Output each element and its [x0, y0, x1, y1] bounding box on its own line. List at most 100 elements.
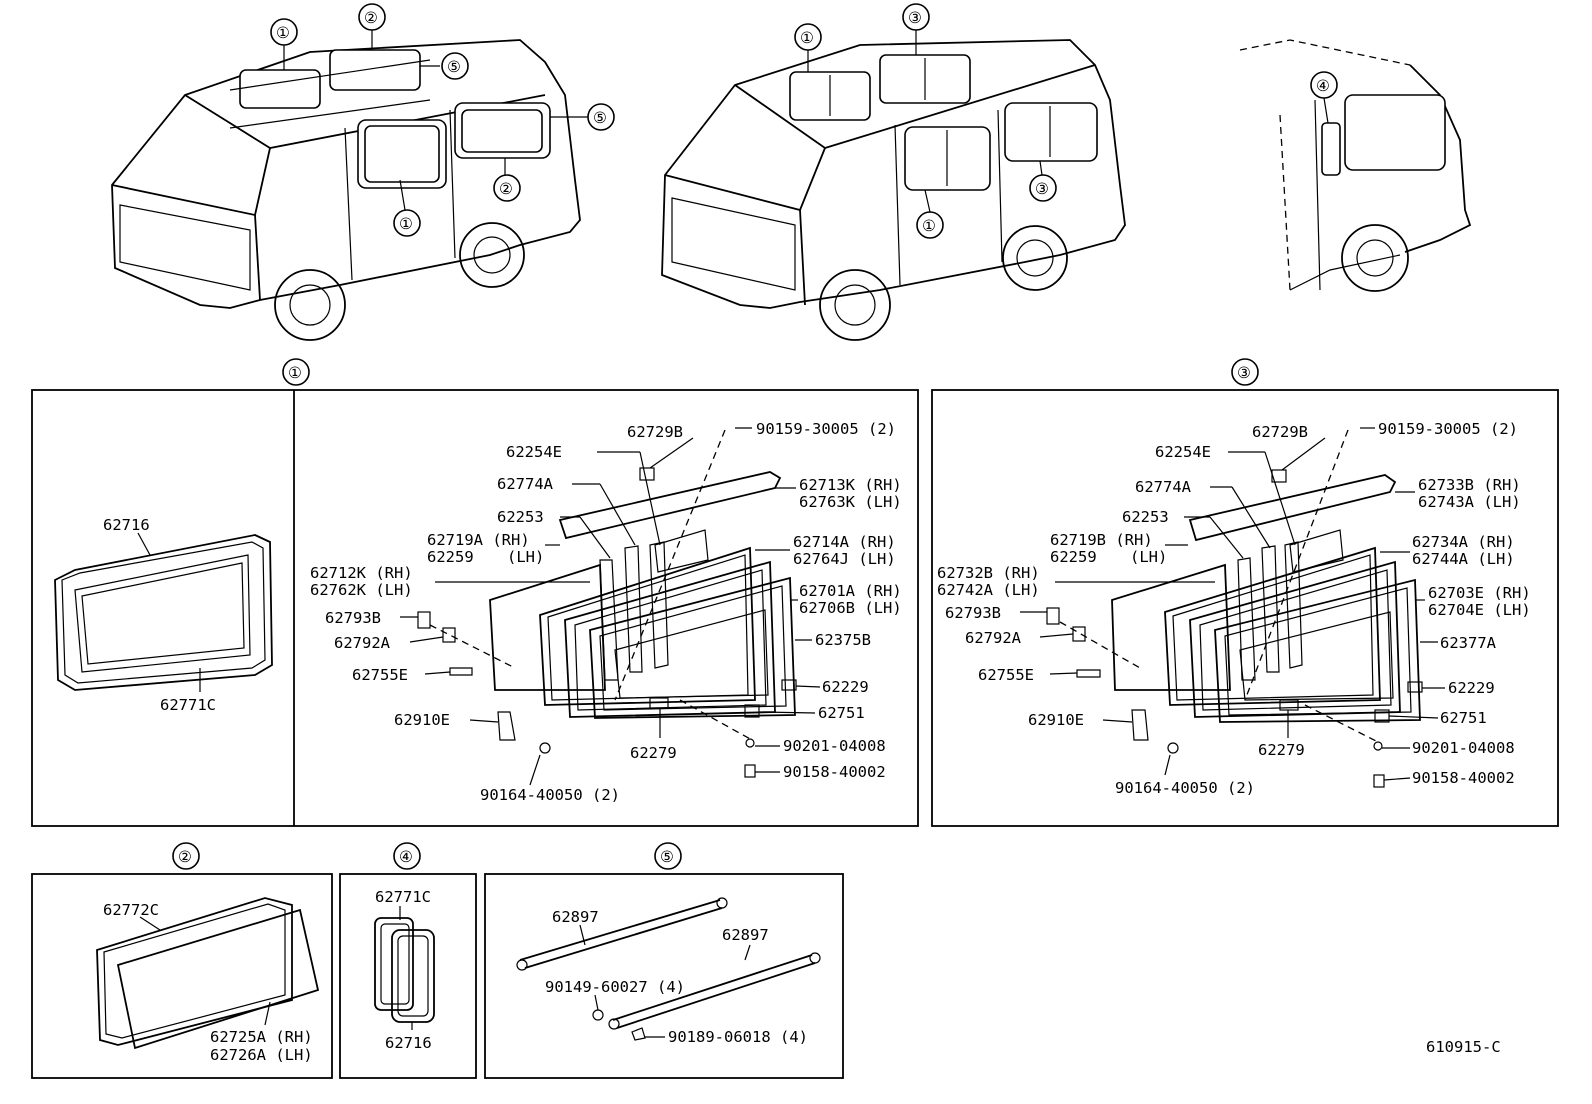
van-illustration-right: [1239, 39, 1472, 292]
part-label: 62375B: [815, 631, 871, 649]
callout-label: ②: [364, 9, 378, 27]
part-label: 62729B: [627, 423, 683, 441]
group-2-panel: ② 62772C 62725A (RH) 62726A (LH): [31, 842, 333, 1079]
part-label: 62755E: [352, 666, 408, 684]
part-label: 62897: [722, 926, 769, 944]
part-label: 90189-06018 (4): [668, 1028, 808, 1046]
part-label: 62279: [630, 744, 677, 762]
window-glass-62725A: [96, 897, 320, 1050]
group-1-leaders: [400, 427, 821, 786]
callout-label: ①: [399, 215, 413, 233]
group-3-panel: ③: [931, 358, 1559, 827]
part-label: 62742A (LH): [937, 581, 1040, 599]
group-5-marker: [654, 842, 682, 870]
window-assembly-exploded-3: [1046, 429, 1423, 788]
callout-marker: [393, 209, 421, 237]
part-label: 62792A: [334, 634, 391, 652]
group-4-marker: [393, 842, 421, 870]
callout-label: ⑤: [447, 58, 461, 76]
part-label: 62751: [818, 704, 865, 722]
part-label: 62774A: [497, 475, 554, 493]
part-label: 62716: [103, 516, 150, 534]
part-label: 62732B (RH): [937, 564, 1040, 582]
part-label: 62793B: [945, 604, 1001, 622]
callout-label: ⑤: [593, 109, 607, 127]
part-label: 62772C: [103, 901, 159, 919]
part-label: 62762K (LH): [310, 581, 413, 599]
part-label: 62706B (LH): [799, 599, 902, 617]
part-label: 62897: [552, 908, 599, 926]
callout-marker: [358, 3, 386, 31]
callout-marker: [1310, 71, 1338, 99]
part-label: 62712K (RH): [310, 564, 413, 582]
part-label: (LH): [507, 548, 544, 566]
part-label: 90201-04008: [1412, 739, 1515, 757]
callout-marker: [587, 103, 615, 131]
callout-marker: [270, 18, 298, 46]
part-label: 62763K (LH): [799, 493, 902, 511]
part-label: 62701A (RH): [799, 582, 902, 600]
part-label: 90164-40050 (2): [1115, 779, 1255, 797]
part-label: 62253: [497, 508, 544, 526]
quarter-window-62716: [374, 917, 435, 1023]
group-2-marker: [172, 842, 200, 870]
part-label: 62734A (RH): [1412, 533, 1515, 551]
part-label: 90159-30005 (2): [756, 420, 896, 438]
window-frame-62716: [54, 534, 273, 691]
part-label: 62279: [1258, 741, 1305, 759]
van-right-callouts: ④: [1310, 71, 1338, 124]
callout-label: ①: [276, 24, 290, 42]
group-5-marker-label: ⑤: [660, 848, 674, 866]
part-label: 62764J (LH): [793, 550, 896, 568]
group-1-panel: ① 62716 62771C: [31, 358, 919, 827]
callout-marker: [902, 3, 930, 31]
callout-marker: [1029, 174, 1057, 202]
part-label: 62229: [822, 678, 869, 696]
part-label: 62259: [427, 548, 474, 566]
part-label: 62744A (LH): [1412, 550, 1515, 568]
part-label: 90158-40002: [783, 763, 886, 781]
part-label: 62259: [1050, 548, 1097, 566]
part-label: 90158-40002: [1412, 769, 1515, 787]
callout-label: ③: [908, 9, 922, 27]
part-label: 62254E: [1155, 443, 1211, 461]
part-label: 62726A (LH): [210, 1046, 313, 1064]
part-label: 62725A (RH): [210, 1028, 313, 1046]
part-label: 62771C: [375, 888, 431, 906]
part-label: (LH): [1130, 548, 1167, 566]
part-label: 62733B (RH): [1418, 476, 1521, 494]
callout-marker: [916, 211, 944, 239]
van-illustration-left: [111, 39, 581, 341]
part-label: 62771C: [160, 696, 216, 714]
callout-marker: [441, 52, 469, 80]
part-label: 62910E: [394, 711, 450, 729]
group-5-panel: ⑤ 62897 62897 90149-60027 (4) 90189-0601…: [484, 842, 844, 1079]
part-label: 62229: [1448, 679, 1495, 697]
callout-label: ④: [1316, 77, 1330, 95]
roof-rack-bars: [516, 897, 821, 1041]
part-label: 62253: [1122, 508, 1169, 526]
group-2-marker-label: ②: [178, 848, 192, 866]
part-label: 62792A: [965, 629, 1022, 647]
part-label: 62377A: [1440, 634, 1497, 652]
callout-marker: [794, 23, 822, 51]
part-label: 62743A (LH): [1418, 493, 1521, 511]
part-label: 62910E: [1028, 711, 1084, 729]
van-middle-callouts: ① ③ ① ③: [794, 3, 1057, 239]
group-1-labels: 62729B 90159-30005 (2) 62254E 62774A 627…: [310, 420, 902, 804]
part-label: 62704E (LH): [1428, 601, 1531, 619]
part-label: 62755E: [978, 666, 1034, 684]
part-label: 62751: [1440, 709, 1487, 727]
part-label: 62716: [385, 1034, 432, 1052]
illustration-code: 610915-C: [1426, 1038, 1501, 1056]
group-3-labels: 62729B 90159-30005 (2) 62254E 62774A 627…: [937, 420, 1531, 797]
group-4-marker-label: ④: [399, 848, 413, 866]
part-label: 62719A (RH): [427, 531, 530, 549]
group-1-marker: [282, 358, 310, 386]
part-label: 90159-30005 (2): [1378, 420, 1518, 438]
van-illustration-middle: [661, 39, 1126, 341]
group-3-leaders: [1020, 427, 1445, 781]
part-label: 62713K (RH): [799, 476, 902, 494]
